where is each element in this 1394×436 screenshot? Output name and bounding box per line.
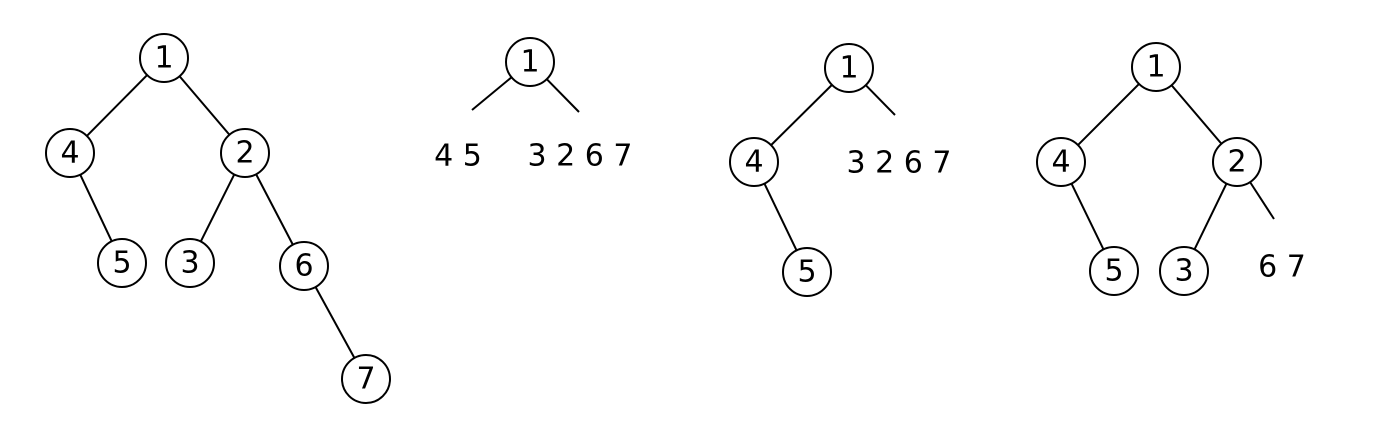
node-label: 3	[180, 246, 199, 281]
edge-d1-d4	[1077, 83, 1140, 146]
node-circle	[1212, 137, 1262, 187]
pending-edge-stub	[471, 76, 513, 111]
node-label: 5	[797, 255, 816, 290]
node-label: 6	[294, 249, 313, 284]
edge-d1-d2	[1170, 84, 1223, 145]
tree-node: 3	[165, 238, 215, 288]
edge-d2-d3	[1193, 183, 1228, 250]
edge-a2-a3	[199, 174, 236, 242]
edge-a4-a5	[79, 174, 113, 242]
node-label: 4	[1051, 145, 1070, 180]
tree-node: 7	[341, 354, 391, 404]
node-label: 1	[154, 41, 173, 76]
remaining-values-label: 3 2 6 7	[528, 139, 633, 174]
node-circle	[279, 241, 329, 291]
node-label: 5	[1104, 254, 1123, 289]
node-circle	[341, 354, 391, 404]
node-label: 2	[1227, 145, 1246, 180]
node-circle	[97, 238, 147, 288]
edge-a6-a7	[314, 286, 356, 359]
remaining-values-label: 3 2 6 7	[847, 146, 952, 181]
tree-node: 1	[1131, 42, 1181, 92]
node-label: 7	[356, 362, 375, 397]
tree-node: 5	[97, 238, 147, 288]
node-circle	[1131, 42, 1181, 92]
pending-edge-stub	[546, 78, 580, 113]
node-circle	[165, 238, 215, 288]
node-circle	[220, 128, 270, 178]
node-circle	[824, 43, 874, 93]
node-label: 4	[60, 136, 79, 171]
pending-stubs-layer	[471, 76, 1275, 220]
node-circle	[782, 247, 832, 297]
node-circle	[1159, 246, 1209, 296]
tree-node: 2	[220, 128, 270, 178]
tree-node: 4	[1036, 137, 1086, 187]
tree-node: 1	[824, 43, 874, 93]
tree-node: 5	[1089, 246, 1139, 296]
tree-node: 2	[1212, 137, 1262, 187]
remaining-values-label: 6 7	[1258, 250, 1306, 285]
pending-labels-layer: 4 5 3 2 6 7 3 2 6 7 6 7	[434, 139, 1306, 285]
remaining-values-label: 4 5	[434, 139, 482, 174]
edges-layer	[79, 74, 1228, 359]
edge-a2-a6	[255, 173, 294, 246]
tree-node: 6	[279, 241, 329, 291]
node-label: 1	[1146, 50, 1165, 85]
tree-node: 5	[782, 247, 832, 297]
nodes-layer: 1 4 2 5 3 6 7 1 1 4 5 1 4 2 5 3	[45, 33, 1262, 404]
node-label: 2	[235, 136, 254, 171]
edge-a1-a4	[86, 74, 148, 137]
node-circle	[1089, 246, 1139, 296]
tree-node: 1	[505, 37, 555, 87]
tree-node: 4	[729, 137, 779, 187]
node-label: 1	[839, 51, 858, 86]
node-circle	[1036, 137, 1086, 187]
edge-d4-d5	[1070, 183, 1105, 250]
node-circle	[505, 37, 555, 87]
node-label: 5	[112, 246, 131, 281]
tree-node: 3	[1159, 246, 1209, 296]
edge-c1-c4	[770, 84, 833, 146]
pending-edge-stub	[1249, 181, 1275, 220]
node-label: 3	[1174, 254, 1193, 289]
pending-edge-stub	[865, 84, 896, 116]
node-circle	[729, 137, 779, 187]
tree-node: 1	[139, 33, 189, 83]
tree-node: 4	[45, 128, 95, 178]
node-circle	[45, 128, 95, 178]
edge-a1-a2	[178, 75, 231, 136]
node-circle	[139, 33, 189, 83]
node-label: 4	[744, 145, 763, 180]
node-label: 1	[520, 45, 539, 80]
edge-c4-c5	[763, 183, 798, 251]
